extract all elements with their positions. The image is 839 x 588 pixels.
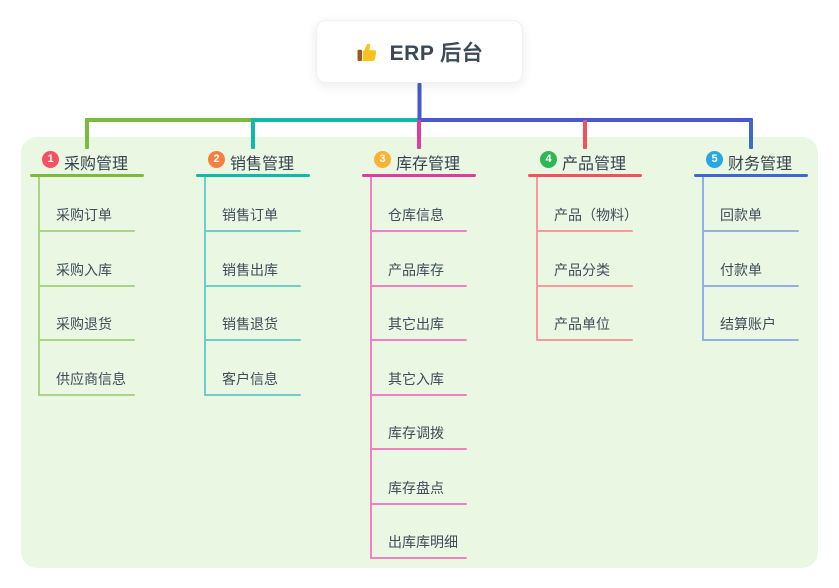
branch-number-badge: 3 xyxy=(374,151,391,168)
child-node-label[interactable]: 库存盘点 xyxy=(388,479,444,496)
branch-number-badge: 1 xyxy=(42,151,59,168)
branch-underline xyxy=(196,174,310,177)
child-node-label[interactable]: 产品单位 xyxy=(554,316,610,332)
child-node-underline xyxy=(370,502,467,505)
child-node-underline xyxy=(38,339,135,341)
child-node-underline xyxy=(38,393,135,396)
child-node-underline xyxy=(370,393,467,396)
child-node-underline xyxy=(702,230,799,232)
child-node-underline xyxy=(702,284,799,287)
branch-number-badge: 4 xyxy=(540,151,557,168)
child-node-label[interactable]: 其它入库 xyxy=(388,370,444,387)
root-node-label: ERP 后台 xyxy=(389,41,484,65)
child-node-label[interactable]: 其它出库 xyxy=(388,316,444,332)
branch-label: 财务管理 xyxy=(728,156,793,173)
child-node-label[interactable]: 结算账户 xyxy=(720,316,776,332)
child-node-underline xyxy=(370,448,467,450)
child-node-underline xyxy=(536,339,633,341)
child-node-underline xyxy=(204,284,301,287)
branch-number-badge: 5 xyxy=(706,151,723,168)
branch-label: 产品管理 xyxy=(562,156,627,173)
child-node-label[interactable]: 库存调拨 xyxy=(388,425,444,441)
branch-trunk-line xyxy=(702,177,704,341)
branch-label: 销售管理 xyxy=(230,156,295,173)
child-node-underline xyxy=(370,339,467,341)
thumbs-up-icon xyxy=(357,43,376,61)
child-node-label[interactable]: 销售订单 xyxy=(222,207,278,223)
root-node[interactable]: ERP 后台 xyxy=(316,20,523,83)
child-node-label[interactable]: 客户信息 xyxy=(222,370,278,387)
child-node-underline xyxy=(204,230,301,232)
child-node-label[interactable]: 销售出库 xyxy=(222,261,278,278)
child-node-underline xyxy=(536,284,633,287)
child-node-underline xyxy=(204,339,301,341)
child-node-label[interactable]: 供应商信息 xyxy=(56,370,126,387)
branch-number-badge: 2 xyxy=(208,151,225,168)
branch-trunk-line xyxy=(370,177,372,559)
child-node-label[interactable]: 采购入库 xyxy=(56,261,112,278)
branch-underline xyxy=(362,174,476,177)
branch-label: 采购管理 xyxy=(64,156,129,173)
child-node-label[interactable]: 出库库明细 xyxy=(388,534,458,550)
branch-underline xyxy=(528,174,642,177)
child-node-label[interactable]: 采购退货 xyxy=(56,316,112,332)
child-node-label[interactable]: 付款单 xyxy=(720,261,762,278)
child-node-label[interactable]: 仓库信息 xyxy=(388,207,444,223)
child-node-underline xyxy=(536,230,633,232)
child-node-label[interactable]: 产品分类 xyxy=(554,261,610,278)
child-node-underline xyxy=(702,339,799,341)
child-node-underline xyxy=(370,557,467,559)
branch-trunk-line xyxy=(536,177,538,341)
child-node-underline xyxy=(370,230,467,232)
background-panel xyxy=(21,137,818,568)
child-node-label[interactable]: 采购订单 xyxy=(56,207,112,223)
child-node-underline xyxy=(204,393,301,396)
child-node-label[interactable]: 销售退货 xyxy=(222,316,278,332)
child-node-underline xyxy=(38,230,135,232)
child-node-underline xyxy=(370,284,467,287)
branch-underline xyxy=(694,174,808,177)
child-node-label[interactable]: 产品（物料） xyxy=(554,207,638,223)
child-node-label[interactable]: 产品库存 xyxy=(388,261,444,278)
branch-underline xyxy=(30,174,144,177)
branch-label: 库存管理 xyxy=(396,156,461,173)
child-node-label[interactable]: 回款单 xyxy=(720,207,762,223)
child-node-underline xyxy=(38,284,135,287)
